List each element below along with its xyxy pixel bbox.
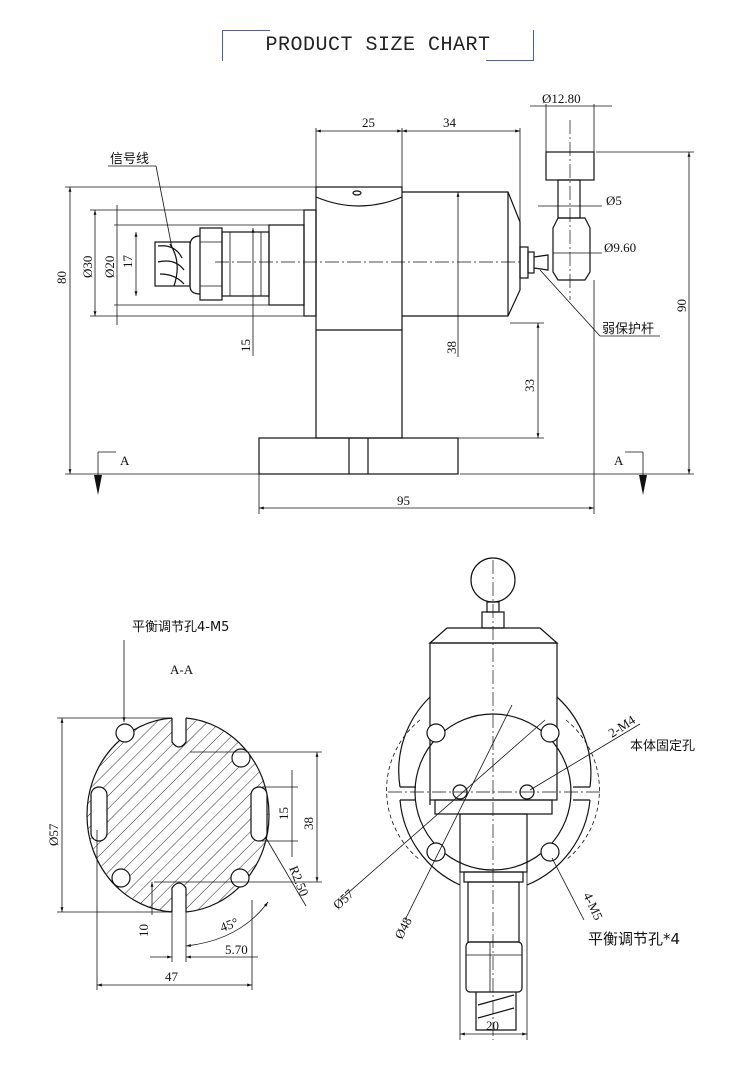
dim-90: 90 — [674, 299, 689, 312]
dim-d20: Ø20 — [102, 256, 117, 278]
connector — [467, 881, 520, 943]
section-title: A-A — [170, 662, 194, 677]
dim-25: 25 — [362, 115, 375, 130]
mount-ring-outer — [398, 696, 592, 886]
base-plate — [258, 437, 459, 475]
dim-d9-60: Ø9.60 — [604, 240, 636, 255]
dim-d12-80: Ø12.80 — [542, 91, 581, 106]
sensor-cylinder — [402, 191, 521, 317]
dim-4-m5: 4-M5 — [580, 890, 606, 923]
dim-5-70: 5.70 — [225, 942, 248, 957]
dim-38: 38 — [444, 341, 459, 354]
dim-38-section: 38 — [301, 817, 316, 830]
label-weak-protect-rod: 弱保护杆 — [602, 322, 654, 337]
side-view: 25 34 Ø12.80 Ø5 Ø9.60 80 Ø30 Ø20 17 15 3… — [54, 91, 694, 514]
dim-d30: Ø30 — [80, 256, 95, 278]
dim-d57-front: Ø57 — [330, 886, 357, 912]
front-view: 2-M4 本体固定孔 Ø57 Ø48 4-M5 平衡调节孔*4 20 — [330, 557, 695, 1040]
section-mark-left: A — [120, 453, 130, 468]
dim-80: 80 — [54, 271, 69, 284]
dim-angle-45: 45° — [218, 914, 240, 934]
dim-10: 10 — [136, 924, 151, 937]
dim-34: 34 — [443, 115, 457, 130]
label-balance-holes-4: 平衡调节孔*4 — [588, 930, 680, 948]
dim-2-m4: 2-M4 — [605, 712, 638, 741]
nut — [199, 227, 223, 301]
sensor-body — [429, 642, 558, 801]
dim-d48: Ø48 — [391, 915, 415, 942]
dim-17: 17 — [120, 255, 135, 269]
dim-15: 15 — [238, 339, 253, 352]
dim-33: 33 — [522, 379, 537, 392]
dim-47: 47 — [165, 969, 179, 984]
dim-d5: Ø5 — [606, 193, 622, 208]
signal-cable — [154, 241, 191, 287]
dim-95: 95 — [397, 493, 410, 508]
body-post — [315, 186, 403, 439]
label-signal-wire: 信号线 — [110, 152, 149, 167]
page-title: PRODUCT SIZE CHART — [222, 30, 534, 61]
section-view: A-A 平衡调节孔4-M5 Ø57 15 38 R2.50 10 45° 5.7… — [46, 620, 322, 990]
label-balance-holes: 平衡调节孔4-M5 — [132, 620, 229, 635]
section-mark-right: A — [614, 453, 624, 468]
dim-20: 20 — [486, 1018, 499, 1033]
probe-ball — [552, 217, 591, 281]
dim-r2-50: R2.50 — [286, 864, 312, 899]
connector-nut — [465, 941, 523, 993]
dim-15-section: 15 — [276, 807, 291, 820]
dim-d57-section: Ø57 — [46, 823, 61, 846]
flange — [303, 209, 317, 317]
label-body-fix-hole: 本体固定孔 — [630, 739, 695, 754]
